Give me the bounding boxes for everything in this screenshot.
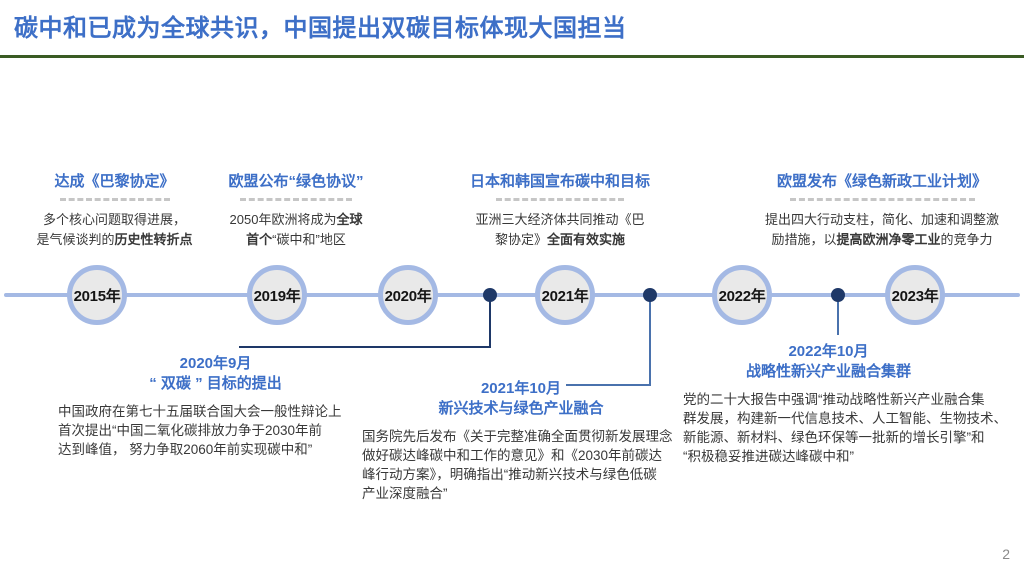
event-body: 2050年欧洲将成为全球 首个“碳中和”地区 [229,212,363,247]
title-rule [0,55,1024,58]
timeline-node-2021: 2021年 [535,265,595,325]
connector-2020-vertical [489,295,491,348]
bottom-event-dual-carbon-goal: 2020年9月 “ 双碳 ” 目标的提出 中国政府在第七十五届联合国大会一般性辩… [58,354,373,459]
timeline-dot-2021 [643,288,657,302]
top-event-japan-korea-target: 日本和韩国宣布碳中和目标 亚洲三大经济体共同推动《巴 黎协定》全面有效实施 [450,170,670,249]
timeline-dot-2020 [483,288,497,302]
event-body: 中国政府在第七十五届联合国大会一般性辩论上 首次提出“中国二氧化碳排放力争于20… [58,403,342,457]
event-body: 党的二十大报告中强调“推动战略性新兴产业融合集 群发展，构建新一代信息技术、人工… [683,391,1007,465]
connector-2022-vertical [837,295,839,335]
timeline-node-label: 2022年 [718,287,766,305]
event-body: 多个核心问题取得进展， 是气候谈判的历史性转折点 [36,212,193,247]
event-divider-dashed [59,198,170,201]
timeline-node-2019: 2019年 [247,265,307,325]
timeline-dot-2022 [831,288,845,302]
event-body: 提出四大行动支柱，简化、加速和调整激 励措施，以提高欧洲净零工业的竞争力 [764,212,999,247]
event-title: 达成《巴黎协定》 [54,173,175,190]
timeline-node-label: 2019年 [253,287,301,305]
timeline-node-label: 2020年 [384,287,432,305]
event-divider-dashed [240,198,352,201]
event-body: 亚洲三大经济体共同推动《巴 黎协定》全面有效实施 [475,212,645,247]
event-title: “ 双碳 ” 目标的提出 [149,374,282,392]
event-date: 2020年9月 [179,355,252,372]
timeline-node-label: 2023年 [891,287,939,305]
event-body: 国务院先后发布《关于完整准确全面贯彻新发展理念 做好碳达峰碳中和工作的意见》和《… [362,428,673,502]
event-title: 日本和韩国宣布碳中和目标 [469,173,650,190]
timeline-node-2020: 2020年 [378,265,438,325]
bottom-event-tech-green-integration: 2021年10月 新兴技术与绿色产业融合 国务院先后发布《关于完整准确全面贯彻新… [362,379,680,503]
event-title: 新兴技术与绿色产业融合 [438,399,604,417]
connector-2021-horizontal [566,384,651,386]
timeline-axis [4,293,1020,297]
bottom-event-strategic-industry-cluster: 2022年10月 战略性新兴产业融合集群 党的二十大报告中强调“推动战略性新兴产… [683,342,1018,466]
connector-2021-vertical [649,295,651,386]
event-divider-dashed [496,198,624,201]
connector-2020-horizontal [239,346,491,348]
timeline-node-label: 2021年 [541,287,589,305]
timeline-node-2015: 2015年 [67,265,127,325]
event-divider-dashed [789,198,975,201]
timeline-node-2023: 2023年 [885,265,945,325]
timeline-node-label: 2015年 [73,287,121,305]
top-event-paris-agreement: 达成《巴黎协定》 多个核心问题取得进展， 是气候谈判的历史性转折点 [17,170,212,249]
page-number: 2 [1002,546,1010,562]
event-title: 战略性新兴产业融合集群 [745,362,911,380]
event-date: 2021年10月 [480,380,562,397]
top-event-eu-green-industrial-plan: 欧盟发布《绿色新政工业计划》 提出四大行动支柱，简化、加速和调整激 励措施，以提… [746,170,1018,249]
timeline-node-2022: 2022年 [712,265,772,325]
event-date: 2022年10月 [788,343,869,360]
event-title: 欧盟发布《绿色新政工业计划》 [776,173,987,190]
top-event-eu-green-deal: 欧盟公布“绿色协议” 2050年欧洲将成为全球 首个“碳中和”地区 [206,170,386,249]
event-title: 欧盟公布“绿色协议” [228,173,364,190]
page-title: 碳中和已成为全球共识，中国提出双碳目标体现大国担当 [14,15,627,42]
